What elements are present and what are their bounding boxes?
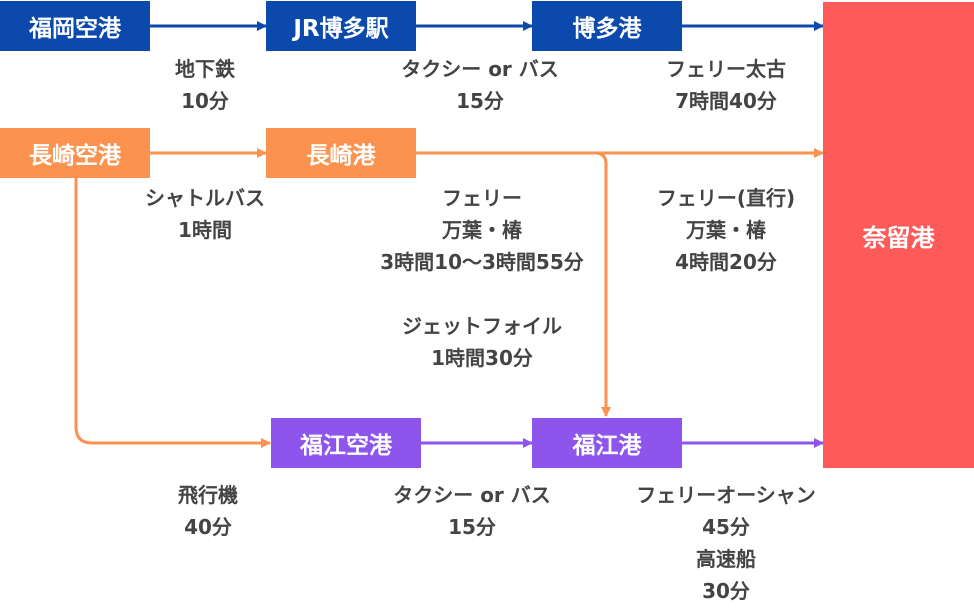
node-fukuoka-airport: 福岡空港 bbox=[0, 1, 150, 51]
label-shuttle-bus: シャトルバス 1時間 bbox=[145, 186, 265, 242]
label-nagasaki-ferry: フェリー 万葉・椿 3時間10～3時間55分 bbox=[380, 186, 584, 274]
label-fukue-taxi: タクシー or バス 15分 bbox=[393, 483, 551, 539]
label-hakata-ferry: フェリー太古 7時間40分 bbox=[666, 57, 786, 113]
node-jr-hakata-station: JR博多駅 bbox=[266, 1, 416, 51]
arrow-nagasaki-airport-to-fukue-airport bbox=[74, 178, 271, 448]
node-fukue-airport: 福江空港 bbox=[271, 418, 421, 468]
node-hakata-port: 博多港 bbox=[532, 1, 682, 51]
label-ocean-ferry: フェリーオーシャン 45分 高速船 30分 bbox=[636, 483, 816, 603]
label-subway: 地下鉄 10分 bbox=[175, 57, 235, 113]
node-naru-port: 奈留港 bbox=[823, 2, 974, 468]
label-direct-ferry: フェリー(直行) 万葉・椿 4時間20分 bbox=[656, 186, 796, 274]
label-jetfoil: ジェットフォイル 1時間30分 bbox=[402, 314, 562, 370]
node-nagasaki-port: 長崎港 bbox=[266, 128, 416, 178]
arrow-nagasaki-port-to-fukue-port bbox=[416, 151, 611, 417]
node-nagasaki-airport: 長崎空港 bbox=[0, 128, 150, 178]
label-hakata-taxi: タクシー or バス 15分 bbox=[401, 57, 559, 113]
node-fukue-port: 福江港 bbox=[532, 418, 682, 468]
label-airplane: 飛行機 40分 bbox=[178, 483, 238, 539]
